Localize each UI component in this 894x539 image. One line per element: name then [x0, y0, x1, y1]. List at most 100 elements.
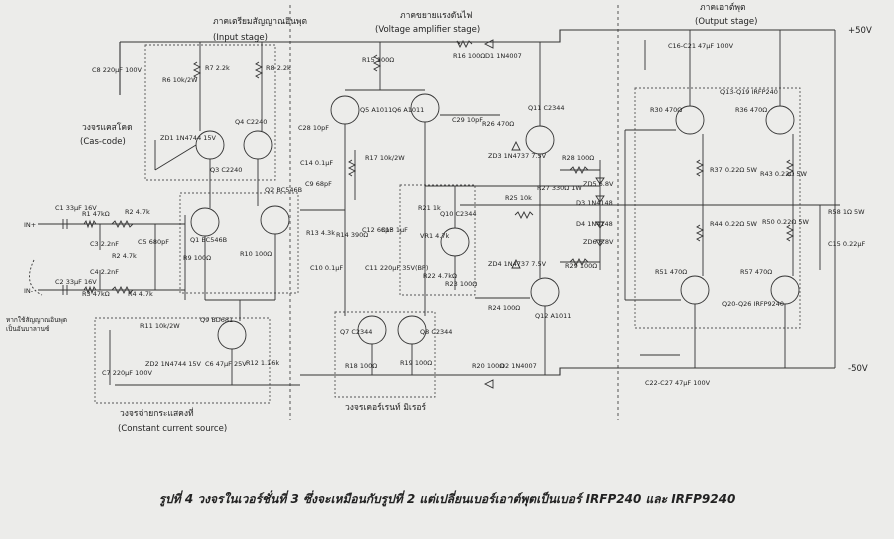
label-r25: R25 10k: [505, 194, 532, 202]
label-c16-21: C16-C21 47µF 100V: [668, 42, 734, 50]
label-c10: C10 0.1µF: [310, 264, 343, 272]
label-r22: R22 4.7kΩ: [423, 272, 457, 280]
input-transistors: [154, 42, 290, 385]
rail-negative: -50V: [848, 364, 868, 374]
label-r28: R28 100Ω: [562, 154, 594, 162]
vas-transistors: [300, 39, 600, 389]
label-r6: R6 10k/2W: [162, 76, 198, 84]
label-q7: Q7 C2344: [340, 328, 372, 336]
label-r3: R3 47kΩ: [82, 290, 110, 298]
label-c6: C6 47µF 25V: [205, 360, 247, 368]
output-mosfets: [460, 30, 840, 368]
label-r4: R4 4.7k: [128, 290, 153, 298]
label-q6: Q6 A1011: [392, 106, 424, 114]
label-c13: C13 1µF: [381, 226, 408, 234]
label-d2: D2 1N4007: [500, 362, 537, 370]
label-r29: R29 100Ω: [565, 262, 597, 270]
label-q3: Q3 C2240: [210, 166, 242, 174]
cascode-title-th: วงจรแคสโคด: [82, 122, 133, 133]
label-r13: R13 4.3k: [306, 229, 335, 237]
label-r26: R26 470Ω: [482, 120, 514, 128]
label-r18: R18 100Ω: [345, 362, 377, 370]
label-q4: Q4 C2240: [235, 118, 267, 126]
label-jumper-note-1: หากใช้สัญญาณอินพุต: [6, 316, 67, 324]
label-q11: Q11 C2344: [528, 104, 565, 112]
label-q5: Q5 A1011: [360, 106, 392, 114]
label-d1: D1 1N4007: [485, 52, 522, 60]
label-c22-27: C22-C27 47µF 100V: [645, 379, 711, 387]
amplifier-schematic: ภาคเตรียมสัญญาณอินพุต (Input stage) ภาคข…: [6, 2, 872, 434]
label-q13-19: Q13-Q19 IRFP240: [720, 88, 778, 96]
label-c4: C4 2.2nF: [90, 268, 119, 276]
label-q1: Q1 BC546B: [190, 236, 227, 244]
label-r15: R15 100Ω: [362, 56, 394, 64]
label-r19: R19 100Ω: [400, 359, 432, 367]
mirror-title-th: วงจรเคอร์เรนท์ มิเรอร์: [345, 402, 426, 413]
label-r21: R21 1k: [418, 204, 441, 212]
label-r7: R7 2.2k: [205, 64, 230, 72]
label-vr1: VR1 4.7k: [420, 232, 450, 240]
power-rails: [115, 29, 835, 386]
label-r51: R51 470Ω: [655, 268, 687, 276]
label-c1: C1 33µF 16V: [55, 204, 97, 212]
input-stage-title-en: (Input stage): [213, 33, 268, 43]
label-c8: C8 220µF 100V: [92, 66, 142, 74]
label-q10: Q10 C2344: [440, 210, 477, 218]
label-r24: R24 100Ω: [488, 304, 520, 312]
label-r12: R12 1.16k: [246, 359, 279, 367]
label-c5: C5 680pF: [138, 238, 169, 246]
label-zd5: ZD5 6.8V: [583, 180, 614, 188]
label-r8: R8 2.2k: [266, 64, 291, 72]
label-r11: R11 10k/2W: [140, 322, 180, 330]
label-q20-26: Q20-Q26 IRFP9240: [722, 300, 784, 308]
label-r10: R10 100Ω: [240, 250, 272, 258]
label-r2: R2 4.7k: [125, 208, 150, 216]
label-in-minus: IN-: [24, 287, 34, 295]
label-r17: R17 10k/2W: [365, 154, 405, 162]
label-d4: D4 1N4148: [576, 220, 613, 228]
label-r16: R16 100Ω: [453, 52, 485, 60]
label-q9: Q9 BD681: [200, 316, 233, 324]
label-c29: C29 10pF: [452, 116, 483, 124]
ccs-title-th: วงจรจ่ายกระแสคงที่: [120, 407, 194, 419]
label-r9: R9 100Ω: [183, 254, 211, 262]
input-network: [29, 215, 186, 385]
sub-block-boxes: [94, 44, 801, 404]
label-q12: Q12 A1011: [535, 312, 571, 320]
label-r23: R23 100Ω: [445, 280, 477, 288]
label-r50: R50 0.22Ω 5W: [762, 218, 809, 226]
label-c9: C9 68pF: [305, 180, 332, 188]
component-labels: IN+ IN- หากใช้สัญญาณอินพุต เป็นอันบาลานซ…: [6, 42, 865, 387]
label-r1: R1 47kΩ: [82, 210, 110, 218]
label-r37: R37 0.22Ω 5W: [710, 166, 757, 174]
vas-stage-title-th: ภาคขยายแรงดันไฟ: [400, 10, 472, 21]
label-zd4: ZD4 1N4737 7.5V: [488, 260, 547, 268]
label-r14: R14 390Ω: [336, 231, 368, 239]
bias-network: [511, 140, 605, 270]
label-zd6: ZD6 6.8V: [583, 238, 614, 246]
rail-positive: +50V: [848, 26, 872, 36]
label-r44: R44 0.22Ω 5W: [710, 220, 757, 228]
label-r36: R36 470Ω: [735, 106, 767, 114]
label-r58: R58 1Ω 5W: [828, 208, 865, 216]
label-c2: C2 33µF 16V: [55, 278, 97, 286]
label-in-plus: IN+: [24, 221, 36, 229]
label-r57: R57 470Ω: [740, 268, 772, 276]
output-stage-title-en: (Output stage): [695, 17, 757, 27]
label-r27: R27 330Ω 1W: [537, 184, 582, 192]
label-zd3: ZD3 1N4737 7.5V: [488, 152, 547, 160]
label-c3: C3 2.2nF: [90, 240, 119, 248]
label-c14: C14 0.1µF: [300, 159, 333, 167]
label-r30: R30 470Ω: [650, 106, 682, 114]
label-q2: Q2 BC546B: [265, 186, 302, 194]
input-stage-title-th: ภาคเตรียมสัญญาณอินพุต: [213, 16, 307, 27]
label-jumper-note-2: เป็นอันบาลานซ์: [6, 324, 50, 333]
output-stage-title-th: ภาคเอาต์พุต: [700, 2, 746, 13]
label-c28: C28 10pF: [298, 124, 329, 132]
label-c7: C7 220µF 100V: [102, 369, 152, 377]
label-r20: R20 100Ω: [472, 362, 504, 370]
label-c11: C11 220µF 35V(BP): [365, 264, 428, 272]
label-q8: Q8 C2344: [420, 328, 452, 336]
vas-stage-title-en: (Voltage amplifier stage): [375, 25, 480, 35]
